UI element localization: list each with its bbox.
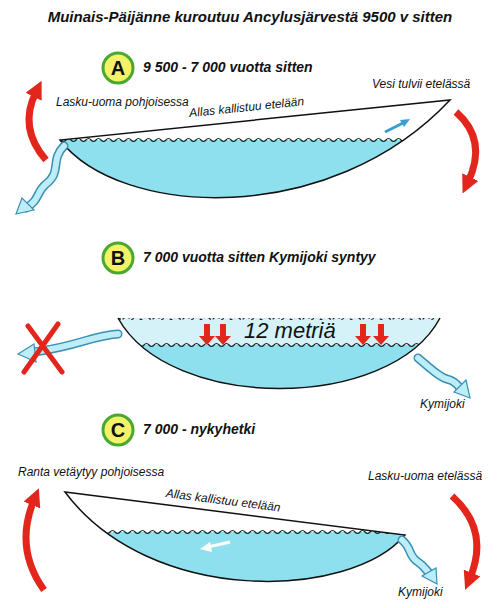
diagram-title: Muinais-Päijänne kuroutuu Ancylusjärvest… — [48, 8, 453, 25]
uplift-arrow — [26, 500, 44, 590]
step-letter: B — [101, 241, 135, 275]
tilt-arrow — [456, 112, 476, 182]
kymijoki-river-b — [418, 358, 470, 398]
step-heading: 9 500 - 7 000 vuotta sitten — [143, 59, 313, 75]
annotation: Lasku-uoma pohjoisessa — [56, 96, 189, 110]
depth-label: 12 metriä — [244, 318, 336, 343]
old-outflow-closed — [18, 324, 118, 372]
step-letter: C — [101, 413, 135, 447]
step-heading: 7 000 - nykyhetki — [143, 421, 255, 437]
basin-a — [40, 100, 460, 240]
tilt-arrow — [452, 496, 477, 578]
slope-label: Allas kallistuu etelään — [165, 487, 281, 515]
step-circle: A9 500 - 7 000 vuotta sitten — [101, 51, 135, 85]
kymijoki-river-c — [402, 540, 437, 584]
step-circle: C7 000 - nykyhetki — [101, 413, 135, 447]
step-heading: 7 000 vuotta sitten Kymijoki syntyy — [143, 249, 376, 265]
step-letter: A — [101, 51, 135, 85]
uplift-arrow — [29, 92, 46, 160]
annotation: Ranta vetäytyy pohjoisessa — [18, 466, 164, 480]
basin-b — [100, 317, 460, 426]
step-circle: B7 000 vuotta sitten Kymijoki syntyy — [101, 241, 135, 275]
river-name: Kymijoki — [398, 586, 443, 600]
annotation: Vesi tulvii etelässä — [372, 78, 470, 92]
annotation: Lasku-uoma etelässä — [368, 470, 482, 484]
river-name: Kymijoki — [420, 398, 465, 412]
